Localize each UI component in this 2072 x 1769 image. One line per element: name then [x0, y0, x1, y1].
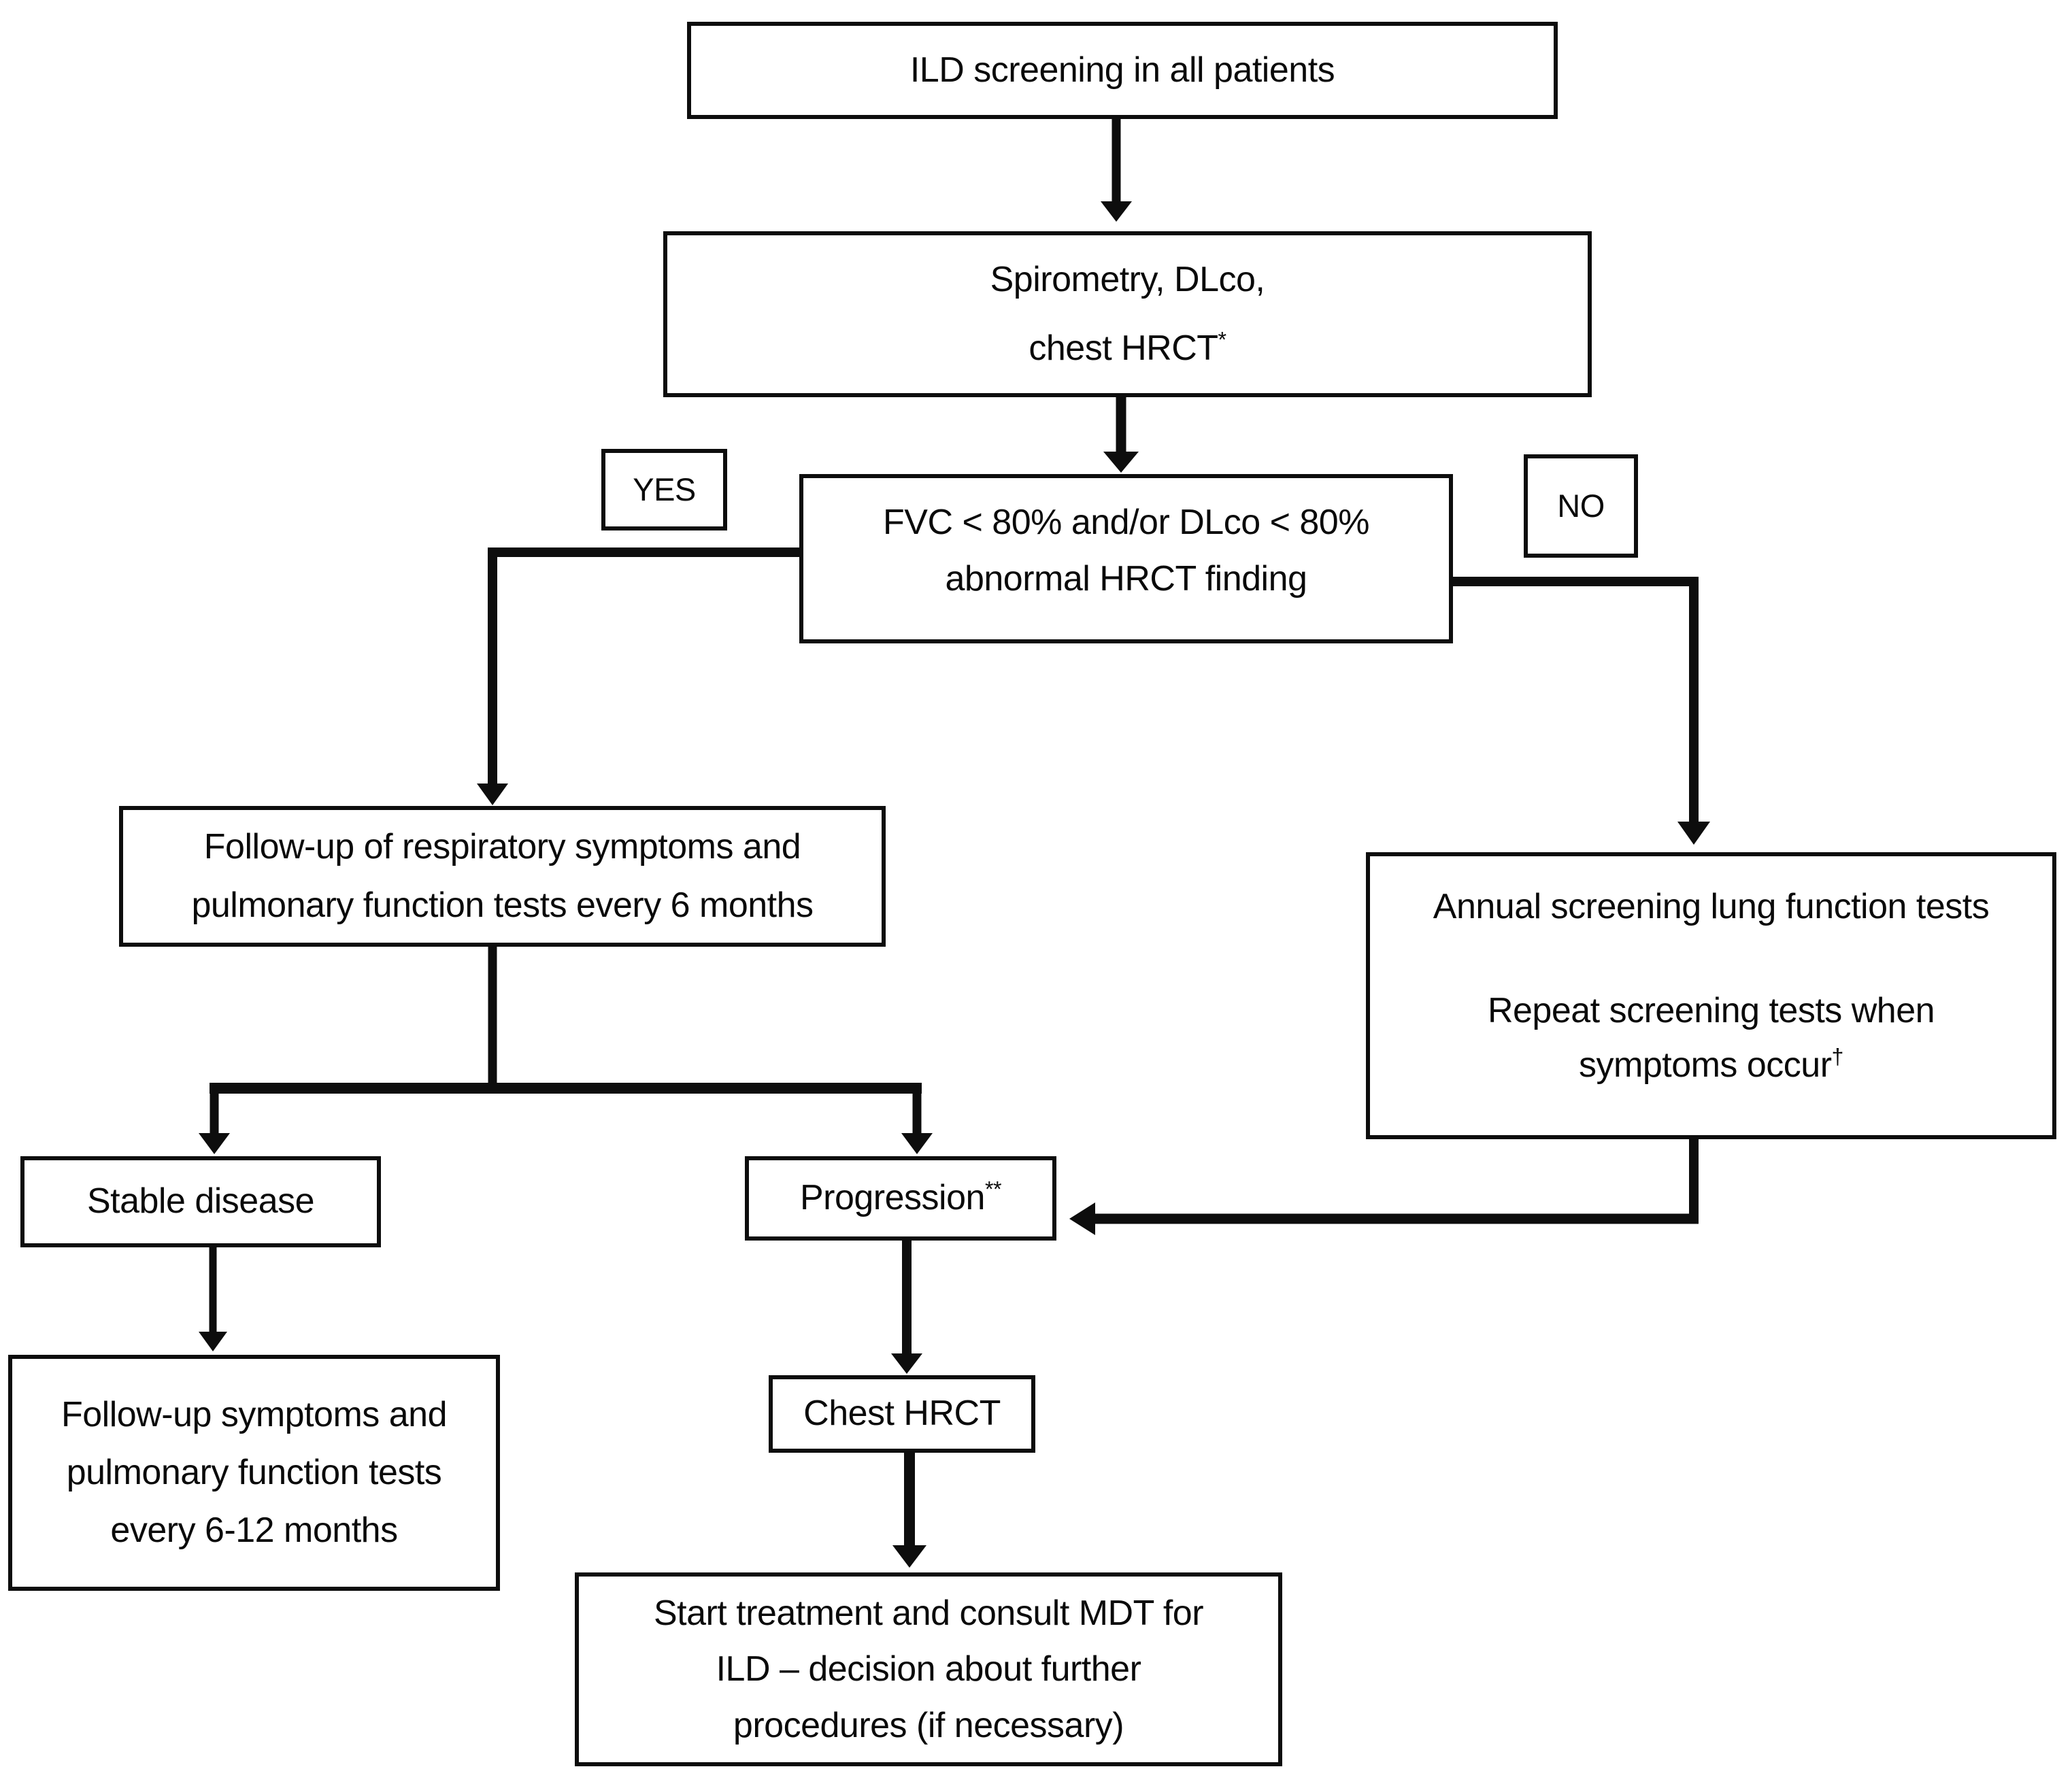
dagger-footnote-mark: †	[1831, 1044, 1844, 1069]
node-start-treatment: Start treatment and consult MDT for ILD …	[575, 1572, 1282, 1766]
annual-line-2: Repeat screening tests when	[1487, 990, 1935, 1030]
asterisk-footnote-mark: *	[1218, 327, 1227, 352]
connector-yes-branch	[477, 547, 801, 805]
connector-split	[199, 947, 933, 1154]
arrow-progression-to-chest	[891, 1241, 922, 1374]
annual-line-3: symptoms occur†	[1579, 1044, 1844, 1085]
branch-label-no: NO	[1524, 454, 1638, 558]
followup612-line-3: every 6-12 months	[110, 1510, 398, 1550]
followup6-line-2: pulmonary function tests every 6 months	[191, 885, 814, 925]
node-stable-disease: Stable disease	[20, 1156, 381, 1247]
node-chest-hrct: Chest HRCT	[769, 1375, 1035, 1453]
followup6-line-1: Follow-up of respiratory symptoms and	[203, 826, 801, 866]
followup612-line-2: pulmonary function tests	[66, 1452, 442, 1492]
node-ild-screening: ILD screening in all patients	[687, 22, 1558, 119]
decision-line-1: FVC < 80% and/or DLco < 80%	[883, 503, 1369, 542]
progression-label: Progression**	[799, 1177, 1002, 1218]
branch-label-yes: YES	[601, 449, 727, 530]
node-screening-tests: Spirometry, DLco, chest HRCT*	[663, 231, 1592, 397]
double-asterisk-footnote-mark: **	[984, 1177, 1002, 1202]
decision-line-2: abnormal HRCT finding	[945, 559, 1307, 599]
node-followup-6-12-months: Follow-up symptoms and pulmonary functio…	[8, 1355, 500, 1591]
node-decision-fvc-dlco: FVC < 80% and/or DLco < 80% abnormal HRC…	[799, 474, 1453, 643]
arrow-tests-to-decision	[1103, 396, 1139, 473]
start-line-3: procedures (if necessary)	[733, 1705, 1124, 1745]
tests-line-hrct: chest HRCT*	[1029, 327, 1227, 368]
connector-annual-to-progression	[1069, 1139, 1699, 1235]
node-progression: Progression**	[745, 1156, 1056, 1241]
start-line-2: ILD – decision about further	[716, 1649, 1141, 1689]
arrow-chest-to-start	[892, 1453, 926, 1568]
tests-line-spirometry: Spirometry, DLco,	[990, 259, 1265, 299]
start-line-1: Start treatment and consult MDT for	[653, 1594, 1204, 1634]
node-followup-6-months: Follow-up of respiratory symptoms and pu…	[119, 806, 886, 947]
arrow-screening-to-tests	[1101, 119, 1132, 222]
annual-line-1: Annual screening lung function tests	[1433, 887, 1990, 926]
node-ild-screening-label: ILD screening in all patients	[909, 50, 1335, 90]
node-annual-screening: Annual screening lung function tests Rep…	[1366, 852, 2056, 1139]
connector-no-branch	[1452, 577, 1710, 845]
followup612-line-1: Follow-up symptoms and	[61, 1395, 448, 1434]
arrow-stable-to-followup	[199, 1247, 227, 1351]
